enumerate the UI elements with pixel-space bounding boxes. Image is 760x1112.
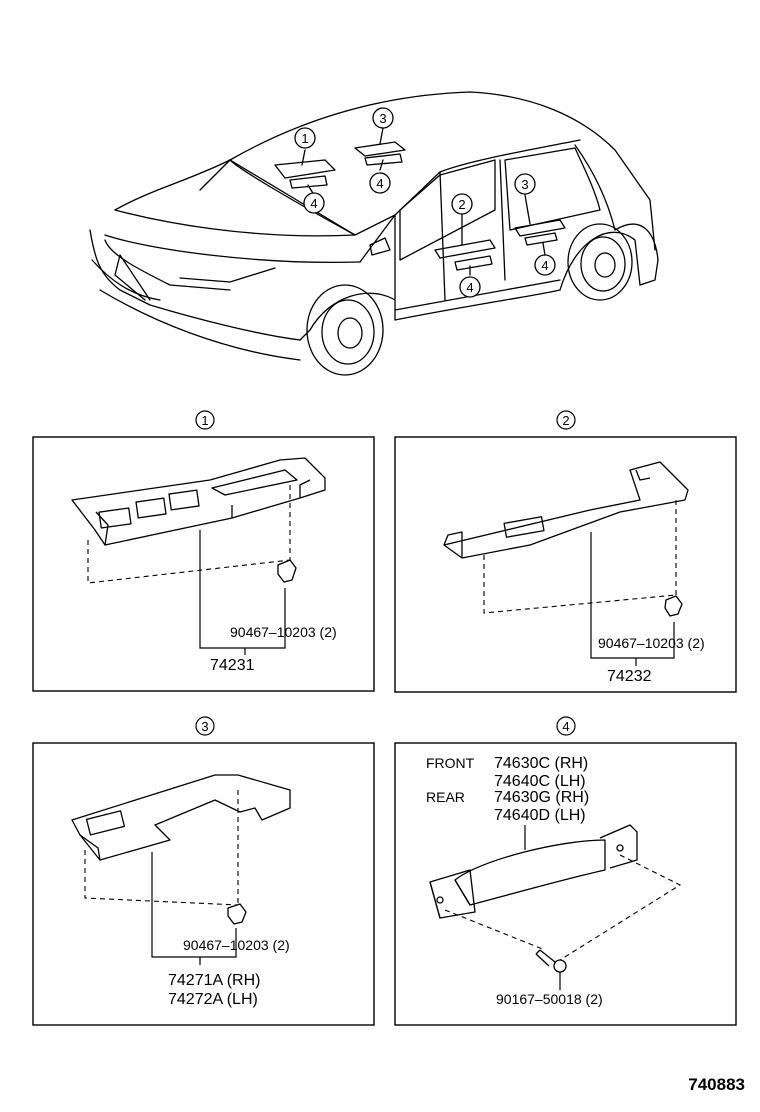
car-callouts: 1 4 3 4 2 4 3 4 xyxy=(294,107,556,298)
panel-2-frame xyxy=(394,436,737,693)
panel-1-fastener-number: 90467–10203 (2) xyxy=(230,624,337,640)
panel-4-rear-lh-part: 74640D (LH) xyxy=(494,807,586,824)
svg-text:4: 4 xyxy=(310,196,317,211)
panel-4-screw-number: 90167–50018 (2) xyxy=(496,991,603,1007)
panel-1: 1 90467–10203 (2) 74231 xyxy=(32,410,375,692)
panel-4-front-label: FRONT xyxy=(426,755,475,771)
diagram-number: 740883 xyxy=(688,1075,745,1094)
panel-3-frame xyxy=(32,742,375,1026)
panel-3-part-number-lh: 74272A (LH) xyxy=(168,991,258,1008)
panel-2-callout: 2 xyxy=(556,410,576,430)
panel-1-callout: 1 xyxy=(195,410,215,430)
panel-2-fastener-number: 90467–10203 (2) xyxy=(598,635,705,651)
panel-4: 4 FRONT 74630C (RH) 74640C (LH) REAR 746… xyxy=(394,716,737,1026)
svg-text:1: 1 xyxy=(301,131,308,146)
panel-1-part-number: 74231 xyxy=(210,657,255,674)
svg-text:4: 4 xyxy=(541,258,548,273)
panel-1-leader-lines xyxy=(199,530,286,655)
svg-text:2: 2 xyxy=(562,413,569,428)
callout-circle-3-car-a: 3 xyxy=(372,107,394,129)
panel-4-guide-lines xyxy=(444,854,682,961)
panel-4-front-lh-part: 74640C (LH) xyxy=(494,773,586,790)
panel-3: 3 90467–10203 (2) 74271A (RH) 74272A (LH… xyxy=(32,716,375,1026)
svg-text:3: 3 xyxy=(379,111,386,126)
callout-circle-3-car-b: 3 xyxy=(514,173,536,195)
callout-circle-1-car: 1 xyxy=(294,127,316,149)
panel-2-guide-lines xyxy=(483,500,677,614)
callout-circle-4-car-d: 4 xyxy=(534,254,556,276)
svg-text:4: 4 xyxy=(466,280,473,295)
panel-4-leader-lines xyxy=(524,825,561,990)
panel-4-front-rh-part: 74630C (RH) xyxy=(494,755,588,772)
panel-4-callout: 4 xyxy=(556,716,576,736)
svg-text:3: 3 xyxy=(201,719,208,734)
panel-3-leader-lines xyxy=(151,852,237,965)
svg-text:3: 3 xyxy=(521,177,528,192)
callout-circle-4-car-b: 4 xyxy=(369,172,391,194)
panel-2-leader-lines xyxy=(590,532,675,666)
panel-3-callout: 3 xyxy=(195,716,215,736)
panel-1-frame xyxy=(32,436,375,692)
callout-circle-4-car-a: 4 xyxy=(303,192,325,214)
panel-1-guide-lines xyxy=(87,485,291,584)
svg-text:4: 4 xyxy=(376,176,383,191)
panel-4-rear-rh-part: 74630G (RH) xyxy=(494,789,589,806)
panel-3-fastener-number: 90467–10203 (2) xyxy=(183,937,290,953)
panel-2-part-number: 74232 xyxy=(607,668,652,685)
panel-2: 2 90467–10203 (2) 74232 xyxy=(394,410,737,693)
panel-3-switch-base-drawing xyxy=(71,774,291,925)
panel-1-switch-base-drawing xyxy=(71,457,326,583)
svg-text:4: 4 xyxy=(562,719,569,734)
panel-4-frame xyxy=(394,742,737,1026)
svg-text:2: 2 xyxy=(458,197,465,212)
callout-circle-2-car: 2 xyxy=(451,193,473,215)
car-overview-illustration xyxy=(89,91,659,376)
panel-3-guide-lines xyxy=(84,790,239,906)
panel-2-switch-base-drawing xyxy=(443,461,689,617)
panel-4-handle-drawing xyxy=(429,824,638,973)
svg-text:1: 1 xyxy=(201,413,208,428)
panel-3-part-number-rh: 74271A (RH) xyxy=(168,972,261,989)
panel-4-rear-label: REAR xyxy=(426,789,465,805)
callout-circle-4-car-c: 4 xyxy=(459,276,481,298)
